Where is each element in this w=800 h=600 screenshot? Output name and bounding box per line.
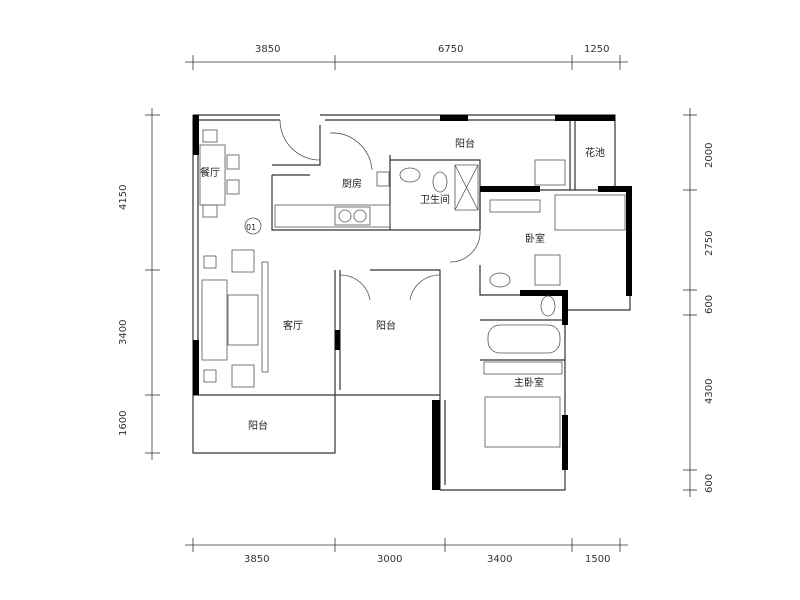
dim-bottom-1: 3850 — [244, 554, 269, 565]
dim-top-2: 6750 — [438, 44, 463, 55]
room-planter: 花池 — [585, 146, 605, 159]
dimension-top: 3850 6750 1250 — [185, 44, 628, 70]
room-balcony-top: 阳台 — [455, 137, 475, 150]
wall-columns — [193, 115, 632, 490]
dim-bottom-4: 1500 — [585, 554, 610, 565]
room-master-bedroom: 主卧室 — [514, 376, 544, 389]
dim-left-1: 4150 — [118, 185, 129, 210]
room-bathroom: 卫生间 — [420, 193, 450, 206]
dim-right-2: 2750 — [704, 231, 715, 256]
dim-top-3: 1250 — [584, 44, 609, 55]
dining-table — [199, 129, 240, 218]
dim-bottom-2: 3000 — [377, 554, 402, 565]
sofa-set — [201, 249, 269, 388]
dim-right-4: 4300 — [704, 379, 715, 404]
beds — [484, 159, 626, 448]
bathroom-fixtures — [399, 164, 563, 375]
dim-bottom-3: 3400 — [487, 554, 512, 565]
dim-left-3: 1600 — [118, 411, 129, 436]
room-bedroom: 卧室 — [525, 232, 545, 245]
unit-number: 01 — [246, 223, 256, 232]
dimension-left: 4150 3400 1600 — [118, 108, 160, 460]
dim-left-2: 3400 — [118, 320, 129, 345]
dim-right-5: 600 — [704, 474, 715, 493]
dim-right-3: 600 — [704, 295, 715, 314]
dimension-bottom: 3850 3000 3400 1500 — [185, 538, 628, 565]
room-living: 客厅 — [283, 319, 303, 332]
room-balcony-bottom: 阳台 — [248, 419, 268, 432]
room-dining: 餐厅 — [200, 166, 220, 179]
kitchen-counter — [274, 171, 391, 228]
dimension-right: 2000 2750 600 4300 600 — [683, 108, 715, 497]
dim-top-1: 3850 — [255, 44, 280, 55]
dim-right-1: 2000 — [704, 143, 715, 168]
room-balcony-center: 阳台 — [376, 319, 396, 332]
room-labels: 餐厅 厨房 阳台 花池 卫生间 卧室 01 客厅 阳台 主卧室 阳台 — [200, 137, 605, 432]
room-kitchen: 厨房 — [342, 177, 362, 190]
